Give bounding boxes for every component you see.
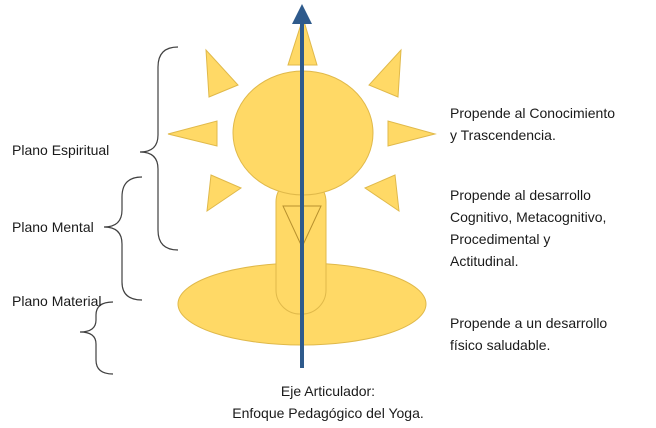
- plane-label-material: Plano Material: [12, 292, 102, 310]
- description-mental-line-4: Actitudinal.: [450, 250, 606, 272]
- axis-arrow-head: [292, 4, 312, 24]
- sun-ray-bottom-left: [207, 175, 241, 211]
- sun-ray-top-left: [206, 50, 238, 97]
- sun-ray-left: [168, 121, 217, 146]
- description-spiritual-line-1: Propende al Conocimiento: [450, 102, 615, 124]
- sun-ray-top-right: [369, 50, 401, 97]
- plane-label-mental: Plano Mental: [12, 218, 94, 236]
- plane-label-spiritual: Plano Espiritual: [12, 141, 109, 159]
- brace-mental: [104, 177, 142, 300]
- description-material-line-2: físico saludable.: [450, 334, 607, 356]
- description-spiritual: Propende al Conocimiento y Trascendencia…: [450, 102, 615, 146]
- brace-material: [80, 302, 113, 374]
- description-material-line-1: Propende a un desarrollo: [450, 312, 607, 334]
- caption-line-2: Enfoque Pedagógico del Yoga.: [0, 402, 656, 424]
- description-spiritual-line-2: y Trascendencia.: [450, 124, 615, 146]
- caption-line-1: Eje Articulador:: [0, 380, 656, 402]
- description-mental-line-1: Propende al desarrollo: [450, 184, 606, 206]
- description-mental-line-2: Cognitivo, Metacognitivo,: [450, 206, 606, 228]
- description-material: Propende a un desarrollo físico saludabl…: [450, 312, 607, 356]
- description-mental: Propende al desarrollo Cognitivo, Metaco…: [450, 184, 606, 272]
- sun-ray-right: [388, 121, 435, 146]
- brace-spiritual: [140, 47, 178, 250]
- caption: Eje Articulador: Enfoque Pedagógico del …: [0, 380, 656, 424]
- description-mental-line-3: Procedimental y: [450, 228, 606, 250]
- sun-ray-bottom-right: [365, 175, 399, 211]
